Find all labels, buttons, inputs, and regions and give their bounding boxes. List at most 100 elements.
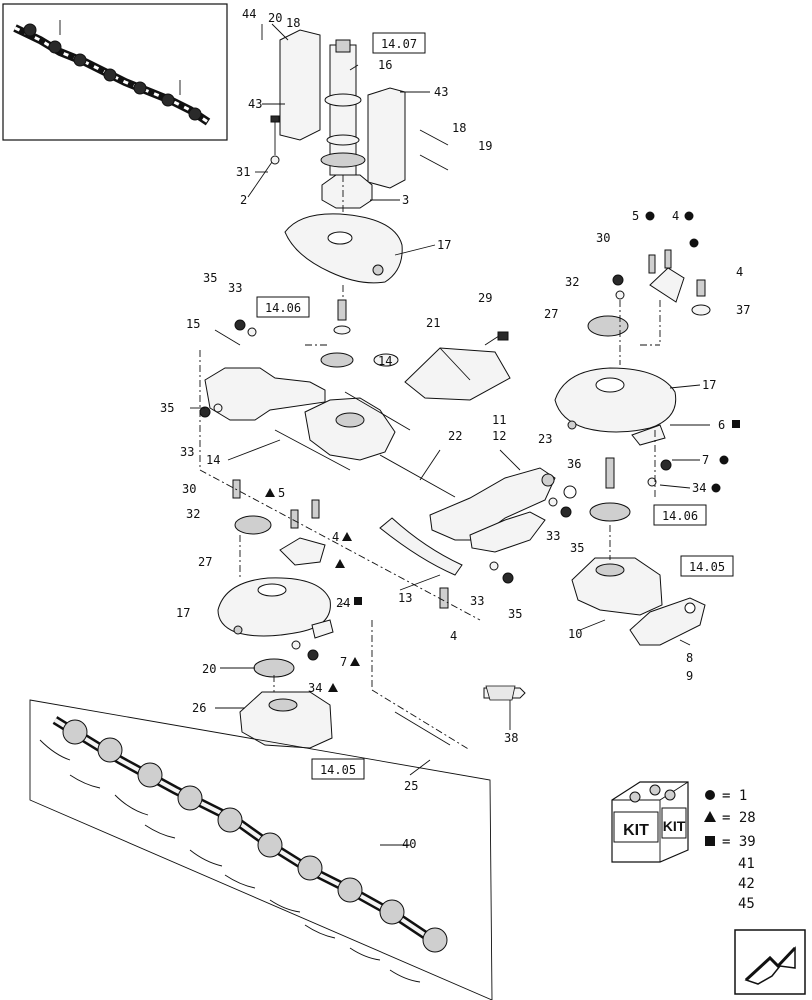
label-34: 34 xyxy=(308,681,322,695)
label-30: 30 xyxy=(182,482,196,496)
circle-symbol xyxy=(645,211,655,221)
triangle-symbol xyxy=(335,559,345,568)
label-33: 33 xyxy=(228,281,242,295)
lower-bearing-housing xyxy=(239,658,451,749)
label-18: 18 xyxy=(452,121,466,135)
label-4: 4 xyxy=(736,265,743,279)
cutterbar-overview-thumbnail[interactable] xyxy=(2,3,228,141)
label-33: 33 xyxy=(470,594,484,608)
label-44: 44 xyxy=(242,7,256,21)
next-page-arrow-icon[interactable] xyxy=(734,929,806,995)
label-30: 30 xyxy=(596,231,610,245)
label-18: 18 xyxy=(286,16,300,30)
ref-box-14-07[interactable]: 14.07 xyxy=(372,32,426,54)
label-11: 11 xyxy=(492,413,506,427)
skid-plate xyxy=(379,517,514,609)
triangle-symbol xyxy=(265,488,275,497)
ref-text: 14.05 xyxy=(320,763,356,777)
triangle-symbol xyxy=(350,657,360,666)
ref-box-14-05[interactable]: 14.05 xyxy=(680,555,734,577)
label-43: 43 xyxy=(248,97,262,111)
triangle-symbol xyxy=(704,811,716,822)
label-19: 19 xyxy=(478,139,492,153)
label-38: 38 xyxy=(504,731,518,745)
label-10: 10 xyxy=(568,627,582,641)
label-23: 23 xyxy=(538,432,552,446)
circle-symbol xyxy=(705,790,715,800)
label-43: 43 xyxy=(434,85,448,99)
label-9: 9 xyxy=(686,669,693,683)
ref-box-14-05[interactable]: 14.05 xyxy=(311,758,365,780)
center-link-assembly xyxy=(379,454,577,553)
label-31: 31 xyxy=(236,165,250,179)
ref-box-14-06[interactable]: 14.06 xyxy=(653,504,707,526)
label-2: 2 xyxy=(240,193,247,207)
kit-text: KIT xyxy=(663,818,686,834)
part-labels: 44 20 18 16 43 43 18 19 31 2 3 17 35 33 … xyxy=(160,7,750,851)
label-8: 8 xyxy=(686,651,693,665)
label-15: 15 xyxy=(186,317,200,331)
legend-row-1: = 1 xyxy=(722,788,747,804)
label-20: 20 xyxy=(268,11,282,25)
triangle-symbol xyxy=(328,683,338,692)
leader-lines xyxy=(190,23,710,846)
label-21: 21 xyxy=(426,316,440,330)
label-22: 22 xyxy=(448,429,462,443)
legend-extra-3: 45 xyxy=(738,896,755,912)
square-symbol xyxy=(354,597,362,605)
label-29: 29 xyxy=(478,291,492,305)
label-3: 3 xyxy=(402,193,409,207)
legend-extra-1: 41 xyxy=(738,856,755,872)
label-33: 33 xyxy=(180,445,194,459)
label-32: 32 xyxy=(565,275,579,289)
label-14: 14 xyxy=(378,354,392,368)
cutter-cover-right xyxy=(554,249,711,487)
label-26: 26 xyxy=(192,701,206,715)
legend-row-3: = 39 xyxy=(722,834,756,850)
grease-tube xyxy=(483,685,526,701)
label-24: 24 xyxy=(336,596,350,610)
label-4: 4 xyxy=(672,209,679,223)
kit-box-icon: KIT KIT xyxy=(611,781,689,863)
label-25: 25 xyxy=(404,779,418,793)
label-40: 40 xyxy=(402,837,416,851)
label-6: 6 xyxy=(718,418,725,432)
label-34: 34 xyxy=(692,481,706,495)
label-37: 37 xyxy=(736,303,750,317)
label-35: 35 xyxy=(203,271,217,285)
label-4: 4 xyxy=(450,629,457,643)
construction-lines xyxy=(199,175,661,751)
label-27: 27 xyxy=(544,307,558,321)
circle-symbol xyxy=(684,211,694,221)
label-12: 12 xyxy=(492,429,506,443)
circle-symbol xyxy=(689,238,699,248)
cutter-cover-lower xyxy=(217,479,334,661)
ref-text: 14.06 xyxy=(265,301,301,315)
label-5: 5 xyxy=(278,486,285,500)
legend-row-2: = 28 xyxy=(722,810,756,826)
label-13: 13 xyxy=(398,591,412,605)
drive-shaft-assembly xyxy=(270,29,449,209)
label-4: 4 xyxy=(332,530,339,544)
label-32: 32 xyxy=(186,507,200,521)
label-17: 17 xyxy=(437,238,451,252)
left-gearbox-assembly xyxy=(199,299,411,471)
ref-text: 14.05 xyxy=(689,560,725,574)
guard-plate xyxy=(404,331,511,401)
ref-box-14-06[interactable]: 14.06 xyxy=(256,296,310,318)
right-bearing-housing xyxy=(571,457,706,646)
circle-symbol xyxy=(719,455,729,465)
label-35: 35 xyxy=(160,401,174,415)
cutterbar-assembly xyxy=(29,699,493,1000)
kit-legend: KIT KIT = 1 = 28 = 39 41 42 45 xyxy=(611,781,756,912)
label-7: 7 xyxy=(340,655,347,669)
label-5: 5 xyxy=(632,209,639,223)
ref-text: 14.07 xyxy=(381,37,417,51)
ref-text: 14.06 xyxy=(662,509,698,523)
square-symbol xyxy=(732,420,740,428)
label-17: 17 xyxy=(702,378,716,392)
cutter-cover-upper xyxy=(284,213,403,284)
legend-extra-2: 42 xyxy=(738,876,755,892)
label-14: 14 xyxy=(206,453,220,467)
